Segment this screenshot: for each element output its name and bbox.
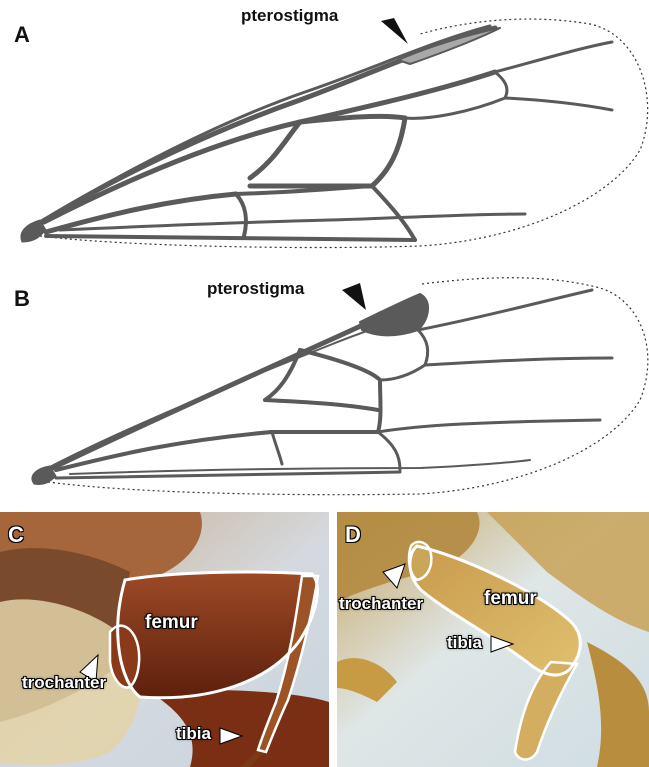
pterostigma-arrow-a — [381, 18, 408, 44]
femur-label-c: femur — [145, 612, 198, 634]
photo-panel-c: C femur trochanter tibia — [0, 512, 329, 767]
wing-diagram-a — [0, 0, 649, 260]
photo-panel-d: D femur trochanter tibia — [337, 512, 649, 767]
pterostigma-arrow-b — [342, 283, 366, 310]
pterostigma-a — [398, 28, 500, 64]
wing-diagram-b — [0, 260, 649, 500]
panel-d-letter: D — [345, 522, 361, 548]
femur-photo-c — [0, 512, 329, 767]
wing-outline-a — [40, 19, 648, 247]
wing-veins-b — [32, 290, 612, 485]
wing-veins-a — [21, 26, 612, 242]
tibia-label-d: tibia — [447, 633, 482, 653]
panel-c-letter: C — [8, 522, 24, 548]
femur-photo-d — [337, 512, 649, 767]
wing-outline-b — [48, 278, 648, 495]
trochanter-label-d: trochanter — [339, 594, 423, 614]
trochanter-label-c: trochanter — [22, 673, 106, 693]
femur-label-d: femur — [484, 588, 537, 610]
tibia-label-c: tibia — [176, 724, 211, 744]
